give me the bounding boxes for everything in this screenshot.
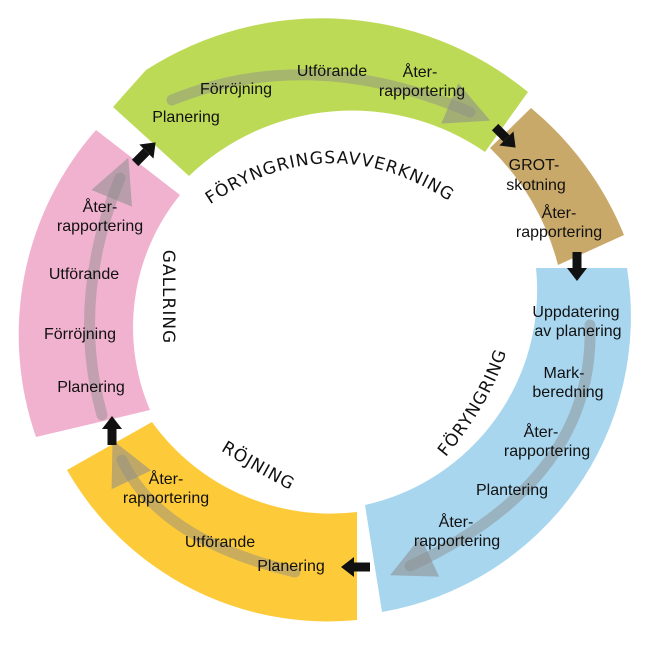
step-label: Åter- — [403, 62, 438, 81]
step-label: rapportering — [504, 443, 590, 460]
flow-arrow-green — [166, 69, 491, 124]
step-label: Utförande — [185, 534, 255, 551]
flow-arrow-pink — [84, 157, 133, 421]
phase-title-foryngringsavverkning: FÖRYNGRINGSAVVERKNING — [202, 148, 458, 208]
flow-arrows — [84, 69, 596, 578]
step-label: Planering — [152, 109, 220, 126]
step-label: rapportering — [516, 224, 602, 241]
step-label: Förröjning — [44, 326, 116, 343]
step-label: Uppdatering — [532, 304, 619, 321]
segment-grot — [490, 108, 624, 265]
step-label: rapportering — [414, 533, 500, 550]
step-label: Åter- — [439, 512, 474, 531]
transition-arrows — [102, 123, 587, 577]
black-arrow-icon — [567, 252, 587, 281]
phase-title-gallring: GALLRING — [158, 250, 178, 344]
step-label: Förröjning — [200, 81, 272, 98]
step-label: beredning — [532, 384, 603, 401]
step-label: Åter- — [542, 203, 577, 222]
segment-gallring — [18, 130, 180, 437]
step-label: Åter- — [524, 422, 559, 441]
black-arrow-icon — [102, 416, 122, 445]
black-arrow-icon — [131, 142, 156, 167]
step-label: GROT- — [509, 157, 560, 174]
phase-title-rojning: RÖJNING — [218, 438, 298, 495]
black-arrow-icon — [491, 123, 516, 148]
segment-foryngringsavverkning — [113, 18, 528, 177]
step-label: rapportering — [57, 218, 143, 235]
black-arrow-icon — [341, 557, 370, 577]
step-label: Mark- — [544, 365, 585, 382]
step-label: Planering — [257, 558, 325, 575]
flow-arrow-blue — [390, 319, 596, 577]
step-label: rapportering — [379, 83, 465, 100]
step-label: Plantering — [476, 482, 548, 499]
step-label: rapportering — [123, 490, 209, 507]
flow-arrow-yellow — [111, 440, 301, 578]
step-label: Åter- — [83, 197, 118, 216]
step-label: Åter- — [149, 469, 184, 488]
step-label: Utförande — [49, 266, 119, 283]
segment-foryngring — [365, 268, 631, 612]
step-label: skotning — [506, 177, 566, 194]
segment-rojning — [67, 422, 357, 622]
step-label: Planering — [57, 379, 125, 396]
step-label: Utförande — [297, 63, 367, 80]
step-label: av planering — [534, 323, 621, 340]
